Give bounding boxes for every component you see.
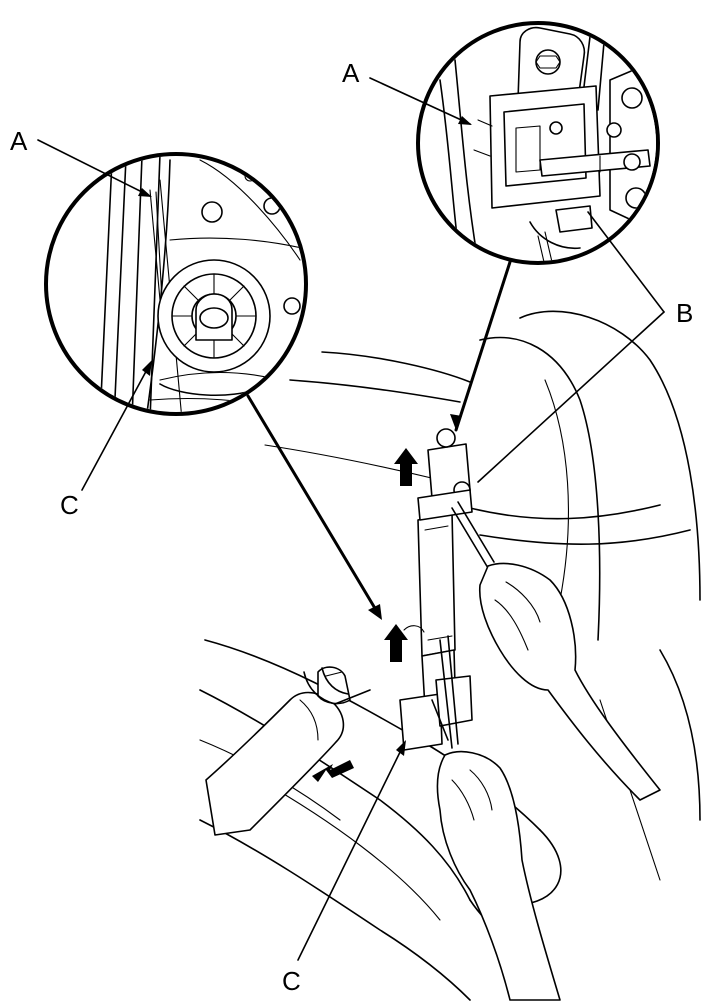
left-hand bbox=[205, 666, 351, 836]
arrow-pull-icon bbox=[312, 760, 354, 782]
arrow-up-upper-icon bbox=[394, 448, 418, 486]
detail-circle-left bbox=[44, 152, 308, 416]
callout-c-bottom: C bbox=[282, 966, 301, 996]
callout-b: B bbox=[676, 298, 693, 328]
right-hand-lower bbox=[436, 751, 561, 1001]
callout-c-left: C bbox=[60, 490, 79, 520]
detail-circle-upper bbox=[416, 21, 660, 265]
arrow-up-lower-icon bbox=[384, 624, 408, 662]
right-hand-upper bbox=[478, 562, 661, 801]
callout-a-top: A bbox=[342, 58, 360, 88]
trim-clip bbox=[303, 667, 371, 705]
direction-arrows bbox=[312, 448, 418, 782]
callout-a-left: A bbox=[10, 126, 28, 156]
leader-lines bbox=[37, 77, 665, 961]
screwdriver-tools bbox=[431, 501, 495, 749]
